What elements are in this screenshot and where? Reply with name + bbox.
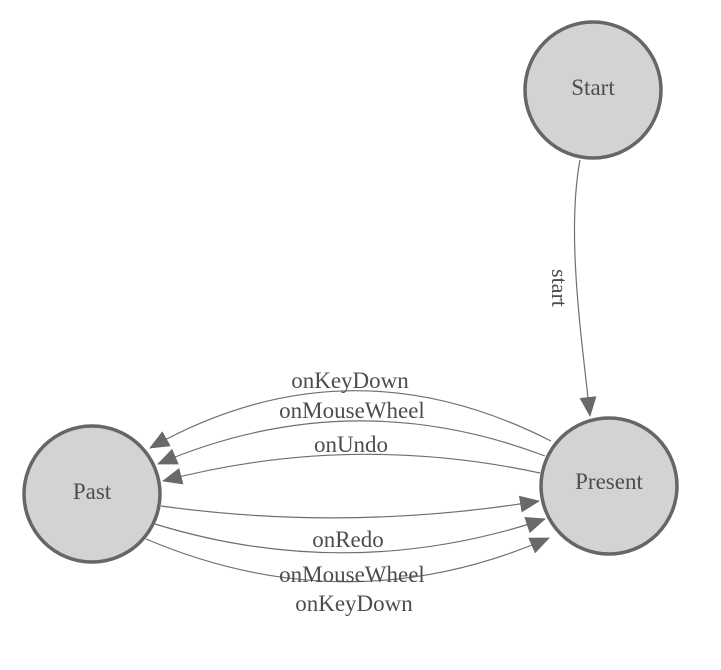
edge-past-to-present-onredo: [160, 495, 540, 519]
edge-label-onredo: onRedo: [312, 527, 384, 552]
edge-past-to-present-onmousewheel: [154, 516, 546, 554]
edge-label-onundo: onUndo: [314, 432, 388, 457]
edges-layer: [145, 159, 597, 583]
edge-label-onmousewheel-top: onMouseWheel: [279, 398, 425, 423]
edge-labels-layer: start onKeyDown onMouseWheel onUndo onRe…: [279, 269, 572, 616]
edge-past-to-present-onkeydown: [145, 537, 550, 583]
state-label-past: Past: [73, 479, 112, 504]
state-node-present: Present: [539, 416, 679, 556]
state-circle-present: [539, 416, 679, 556]
edge-present-to-past-onundo: [162, 453, 541, 485]
state-node-past: Past: [22, 424, 162, 564]
nodes-layer: Start Present Past: [22, 20, 679, 564]
state-circle-past: [22, 424, 162, 564]
edge-label-start: start: [547, 269, 572, 307]
edge-label-onkeydown-bottom: onKeyDown: [295, 591, 413, 616]
state-label-start: Start: [571, 75, 615, 100]
edge-present-to-past-onkeydown: [149, 390, 552, 449]
edge-present-to-past-onmousewheel: [157, 420, 546, 465]
state-label-present: Present: [575, 469, 643, 494]
state-node-start: Start: [523, 20, 663, 160]
edge-start-to-present: [573, 159, 597, 417]
state-circle-start: [523, 20, 663, 160]
edge-label-onmousewheel-bottom: onMouseWheel: [279, 562, 425, 587]
edge-label-onkeydown-top: onKeyDown: [291, 368, 409, 393]
